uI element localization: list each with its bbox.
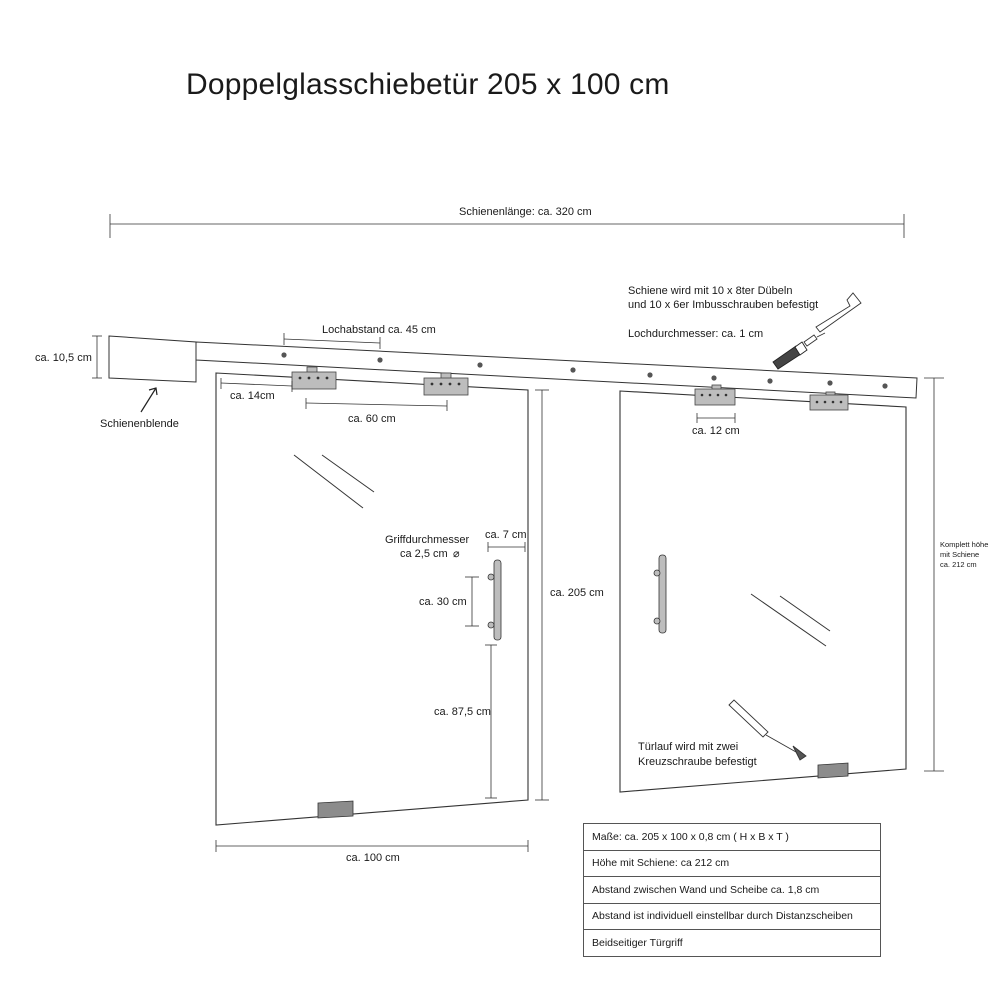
total-height-label-3: ca. 212 cm (940, 560, 977, 569)
handle-height-label: ca. 87,5 cm (434, 706, 491, 718)
left-floor-guide (317, 800, 354, 819)
door-height-dimension (535, 389, 549, 801)
door-width-label: ca. 100 cm (346, 852, 400, 864)
dowel-icon (772, 341, 808, 370)
left-door-handle (487, 559, 502, 641)
rail (195, 341, 918, 399)
rail-height-label: ca. 10,5 cm (35, 352, 92, 364)
spec-row: Abstand ist individuell einstellbar durc… (583, 902, 881, 930)
page-title: Doppelglasschiebetür 205 x 100 cm (186, 68, 670, 101)
hole-spacing-label: Lochabstand ca. 45 cm (322, 324, 436, 336)
fixing-label-2: und 10 x 6er Imbusschrauben befestigt (628, 299, 818, 311)
roller-spacing-dimension (305, 398, 448, 411)
door-height-label: ca. 205 cm (550, 587, 604, 599)
rail-length-label: Schienenlänge: ca. 320 cm (459, 206, 592, 218)
left-glass-reflection (293, 454, 375, 509)
spec-row: Höhe mit Schiene: ca 212 cm (583, 849, 881, 877)
rail-height-dimension (92, 335, 102, 379)
spec-row: Maße: ca. 205 x 100 x 0,8 cm ( H x B x T… (583, 823, 881, 851)
hole-diameter-label: Lochdurchmesser: ca. 1 cm (628, 328, 763, 340)
spec-row: Beidseitiger Türgriff (583, 929, 881, 957)
screw-icon (803, 332, 826, 347)
left-roller-1 (291, 366, 337, 390)
guide-fixing-label-1: Türlauf wird mit zwei (638, 741, 738, 753)
handle-length-dimension (465, 576, 479, 627)
left-offset-dimension (220, 378, 293, 392)
handle-diameter-label-2: ca 2,5 cm (400, 548, 448, 560)
handle-edge-label: ca. 7 cm (485, 529, 527, 541)
spec-row: Abstand zwischen Wand und Scheibe ca. 1,… (583, 876, 881, 904)
spec-cell: Maße: ca. 205 x 100 x 0,8 cm ( H x B x T… (583, 823, 881, 851)
total-height-dimension (924, 377, 944, 772)
handle-height-dimension (485, 644, 497, 799)
left-glass-panel (215, 372, 529, 826)
roller-width-dimension (696, 413, 736, 423)
screwdriver-icon (728, 699, 807, 761)
spec-table: Maße: ca. 205 x 100 x 0,8 cm ( H x B x T… (583, 823, 881, 957)
handle-diameter-label-1: Griffdurchmesser (385, 534, 469, 546)
diameter-symbol-icon: ⌀ (453, 548, 460, 560)
door-width-dimension (215, 840, 529, 852)
right-floor-guide (817, 762, 849, 779)
left-roller-2 (423, 372, 469, 396)
spec-cell: Abstand ist individuell einstellbar durc… (583, 902, 881, 930)
right-roller-1 (694, 384, 736, 406)
handle-edge-dimension (487, 542, 526, 552)
spec-cell: Beidseitiger Türgriff (583, 929, 881, 957)
rail-cover-arrow-icon (140, 387, 158, 413)
allen-key-icon (815, 292, 862, 333)
total-height-label-1: Komplett höhe (940, 540, 988, 549)
rail-length-dimension (109, 214, 905, 238)
spec-cell: Höhe mit Schiene: ca 212 cm (583, 849, 881, 877)
rail-cover-label: Schienenblende (100, 418, 179, 430)
spec-cell: Abstand zwischen Wand und Scheibe ca. 1,… (583, 876, 881, 904)
rail-holes (281, 352, 888, 389)
total-height-label-2: mit Schiene (940, 550, 979, 559)
left-offset-label: ca. 14cm (230, 390, 275, 402)
rail-cover (108, 335, 197, 383)
fixing-label-1: Schiene wird mit 10 x 8ter Dübeln (628, 285, 792, 297)
roller-width-label: ca. 12 cm (692, 425, 740, 437)
handle-length-label: ca. 30 cm (419, 596, 467, 608)
right-glass-reflection (750, 593, 831, 647)
roller-spacing-label: ca. 60 cm (348, 413, 396, 425)
guide-fixing-label-2: Kreuzschraube befestigt (638, 756, 757, 768)
right-roller-2 (809, 391, 849, 411)
right-door-handle (653, 554, 667, 634)
hole-spacing-dimension (283, 333, 381, 349)
